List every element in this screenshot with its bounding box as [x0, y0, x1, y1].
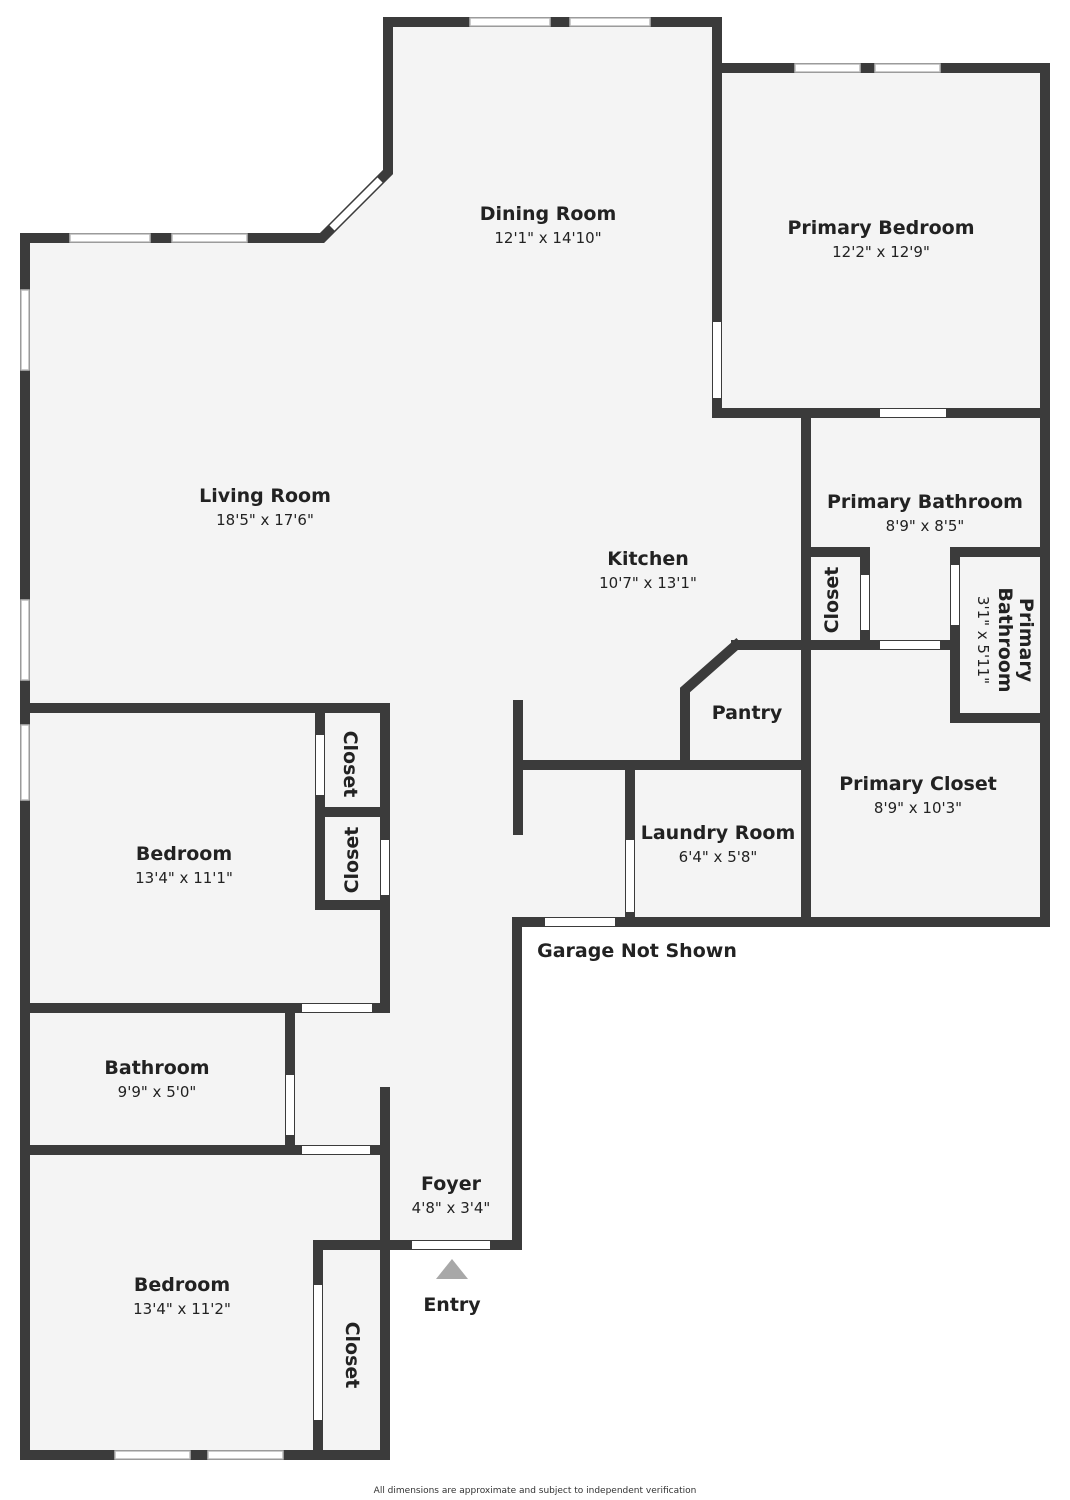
- primary-closet-dims: 8'9" x 10'3": [874, 799, 962, 817]
- bedroom-dims: 13'4" x 11'1": [135, 869, 233, 887]
- primary-bathroom-dims: 8'9" x 8'5": [886, 517, 965, 535]
- primary-bathroom-small-label-2: Bathroom: [994, 587, 1016, 692]
- primary-bathroom-label: Primary Bathroom: [827, 491, 1023, 513]
- garage-note: Garage Not Shown: [537, 940, 737, 962]
- bathroom-label: Bathroom: [104, 1057, 209, 1079]
- laundry-room-dims: 6'4" x 5'8": [679, 848, 758, 866]
- primary-bedroom-dims: 12'2" x 12'9": [832, 243, 930, 261]
- entry-label: Entry: [423, 1294, 481, 1316]
- laundry-room-label: Laundry Room: [641, 822, 796, 844]
- closet-label: Closet: [339, 731, 361, 798]
- disclaimer-footer: All dimensions are approximate and subje…: [374, 1486, 697, 1496]
- dining-room-label: Dining Room: [480, 203, 617, 225]
- primary-bathroom-small-label-1: Primary: [1015, 598, 1037, 683]
- foyer-dims: 4'8" x 3'4": [412, 1199, 491, 1217]
- closet-label: Closet: [341, 1322, 363, 1389]
- closet-label: Closet: [821, 567, 843, 634]
- closet-label: Closet: [341, 827, 363, 894]
- dining-room-dims: 12'1" x 14'10": [494, 229, 601, 247]
- foyer-label: Foyer: [421, 1173, 482, 1195]
- openings: [20, 17, 959, 1460]
- bedroom-label: Bedroom: [134, 1274, 230, 1296]
- primary-bathroom-small-dims: 3'1" x 5'11": [974, 596, 992, 684]
- bathroom-dims: 9'9" x 5'0": [118, 1083, 197, 1101]
- entry-marker-icon: [436, 1259, 468, 1279]
- kitchen-label: Kitchen: [607, 548, 689, 570]
- pantry-label: Pantry: [712, 702, 783, 724]
- floor-area: [25, 22, 1045, 1455]
- primary-bedroom-label: Primary Bedroom: [787, 217, 974, 239]
- primary-closet-label: Primary Closet: [839, 773, 997, 795]
- kitchen-dims: 10'7" x 13'1": [599, 574, 697, 592]
- living-room-dims: 18'5" x 17'6": [216, 511, 314, 529]
- bedroom-dims: 13'4" x 11'2": [133, 1300, 231, 1318]
- bedroom-label: Bedroom: [136, 843, 232, 865]
- living-room-label: Living Room: [199, 485, 331, 507]
